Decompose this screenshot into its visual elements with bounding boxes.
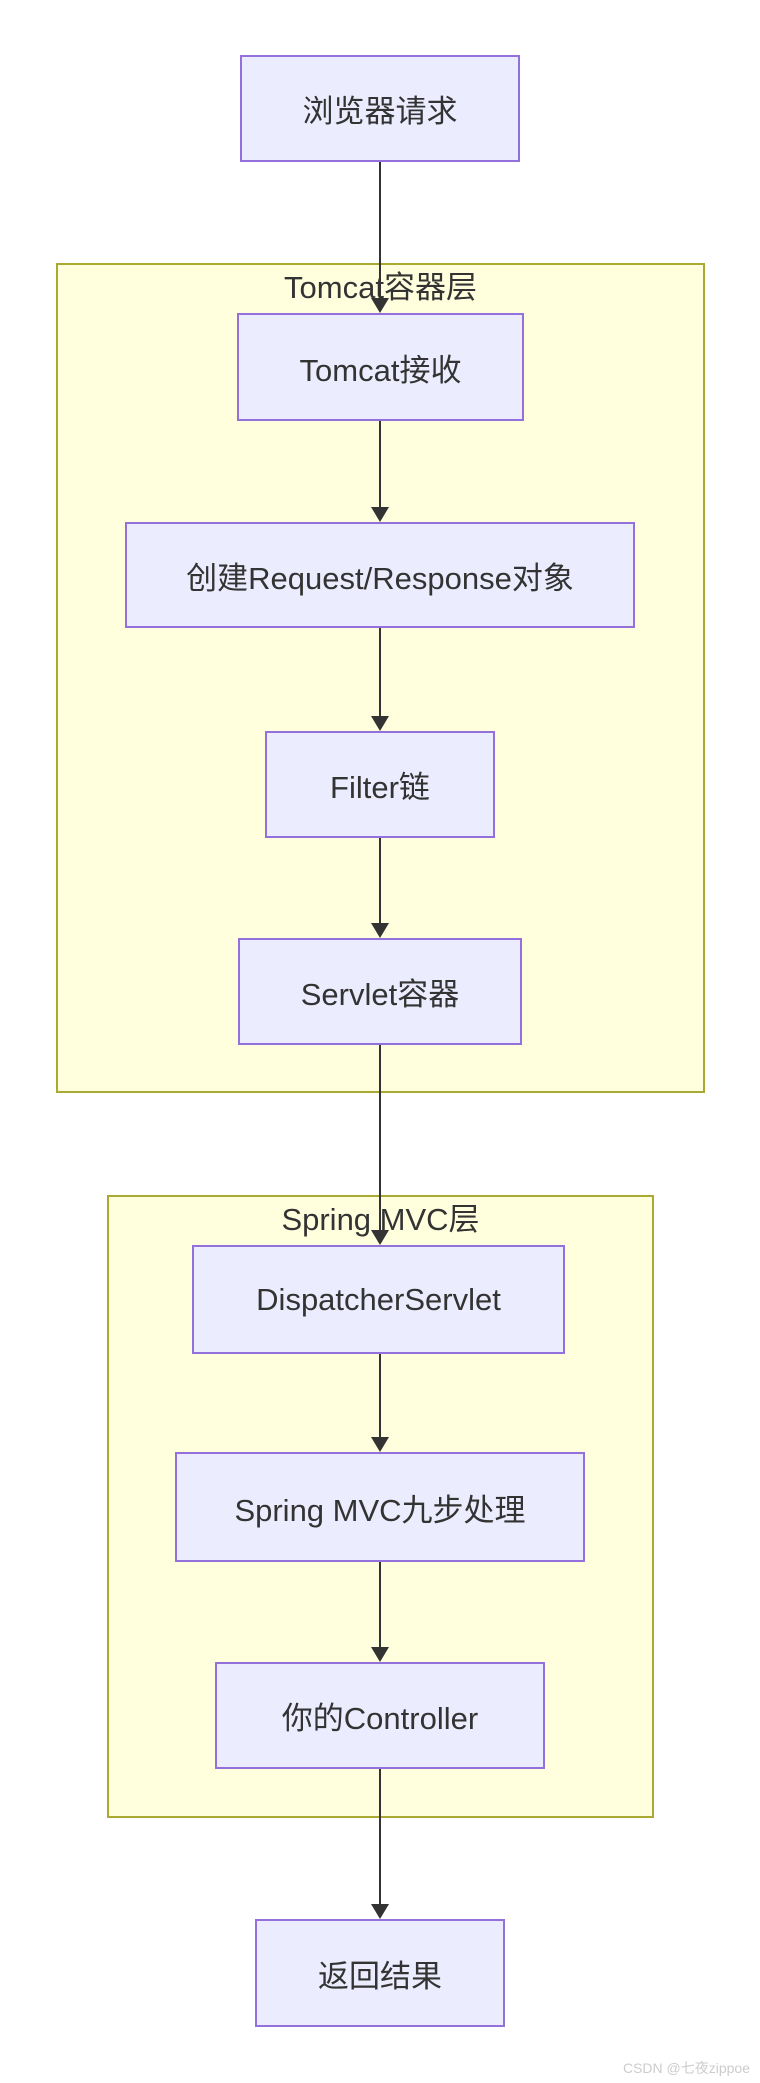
node-label: Tomcat接收 xyxy=(299,352,462,388)
node-label: Servlet容器 xyxy=(300,977,460,1012)
node-create-request-response: 创建Request/Response对象 xyxy=(125,522,635,628)
node-tomcat-receive: Tomcat接收 xyxy=(237,313,524,421)
arrow-create-to-filter-chain xyxy=(371,628,389,731)
arrowhead-down-icon xyxy=(371,1647,389,1662)
arrow-filter-chain-to-servlet xyxy=(371,838,389,938)
node-return-result: 返回结果 xyxy=(255,1919,505,2027)
arrow-shaft xyxy=(379,628,381,717)
arrow-shaft xyxy=(379,1562,381,1648)
node-label: Filter链 xyxy=(330,770,430,805)
node-label: DispatcherServlet xyxy=(256,1281,501,1317)
arrowhead-down-icon xyxy=(371,507,389,522)
node-label: 返回结果 xyxy=(318,1958,442,1994)
node-label: Spring MVC九步处理 xyxy=(234,1492,526,1528)
node-browser-request: 浏览器请求 xyxy=(240,55,520,162)
arrowhead-down-icon xyxy=(371,1437,389,1452)
arrow-dispatcher-to-nine-steps xyxy=(371,1354,389,1452)
arrow-shaft xyxy=(379,421,381,508)
node-spring-mvc-nine-steps: Spring MVC九步处理 xyxy=(175,1452,585,1562)
arrow-tomcat-receive-to-create xyxy=(371,421,389,522)
arrow-servlet-to-dispatcher xyxy=(371,1045,389,1245)
arrowhead-down-icon xyxy=(371,716,389,731)
node-label: 浏览器请求 xyxy=(302,94,458,129)
arrow-shaft xyxy=(379,838,381,924)
arrow-shaft xyxy=(379,1045,381,1231)
node-servlet-container: Servlet容器 xyxy=(238,938,522,1045)
arrow-shaft xyxy=(379,162,381,299)
arrowhead-down-icon xyxy=(371,1230,389,1245)
arrow-controller-to-result xyxy=(371,1769,389,1919)
csdn-watermark: CSDN @七夜zippoe xyxy=(622,2060,750,2076)
arrow-shaft xyxy=(379,1354,381,1438)
node-your-controller: 你的Controller xyxy=(215,1662,545,1769)
arrowhead-down-icon xyxy=(371,1904,389,1919)
arrow-nine-steps-to-controller xyxy=(371,1562,389,1662)
node-dispatcher-servlet: DispatcherServlet xyxy=(192,1245,565,1354)
arrowhead-down-icon xyxy=(371,923,389,938)
arrowhead-down-icon xyxy=(371,298,389,313)
node-label: 你的Controller xyxy=(281,1701,479,1736)
node-filter-chain: Filter链 xyxy=(265,731,495,838)
arrow-shaft xyxy=(379,1769,381,1905)
node-label: 创建Request/Response对象 xyxy=(186,560,574,596)
arrow-browser-to-tomcat-receive xyxy=(371,162,389,313)
